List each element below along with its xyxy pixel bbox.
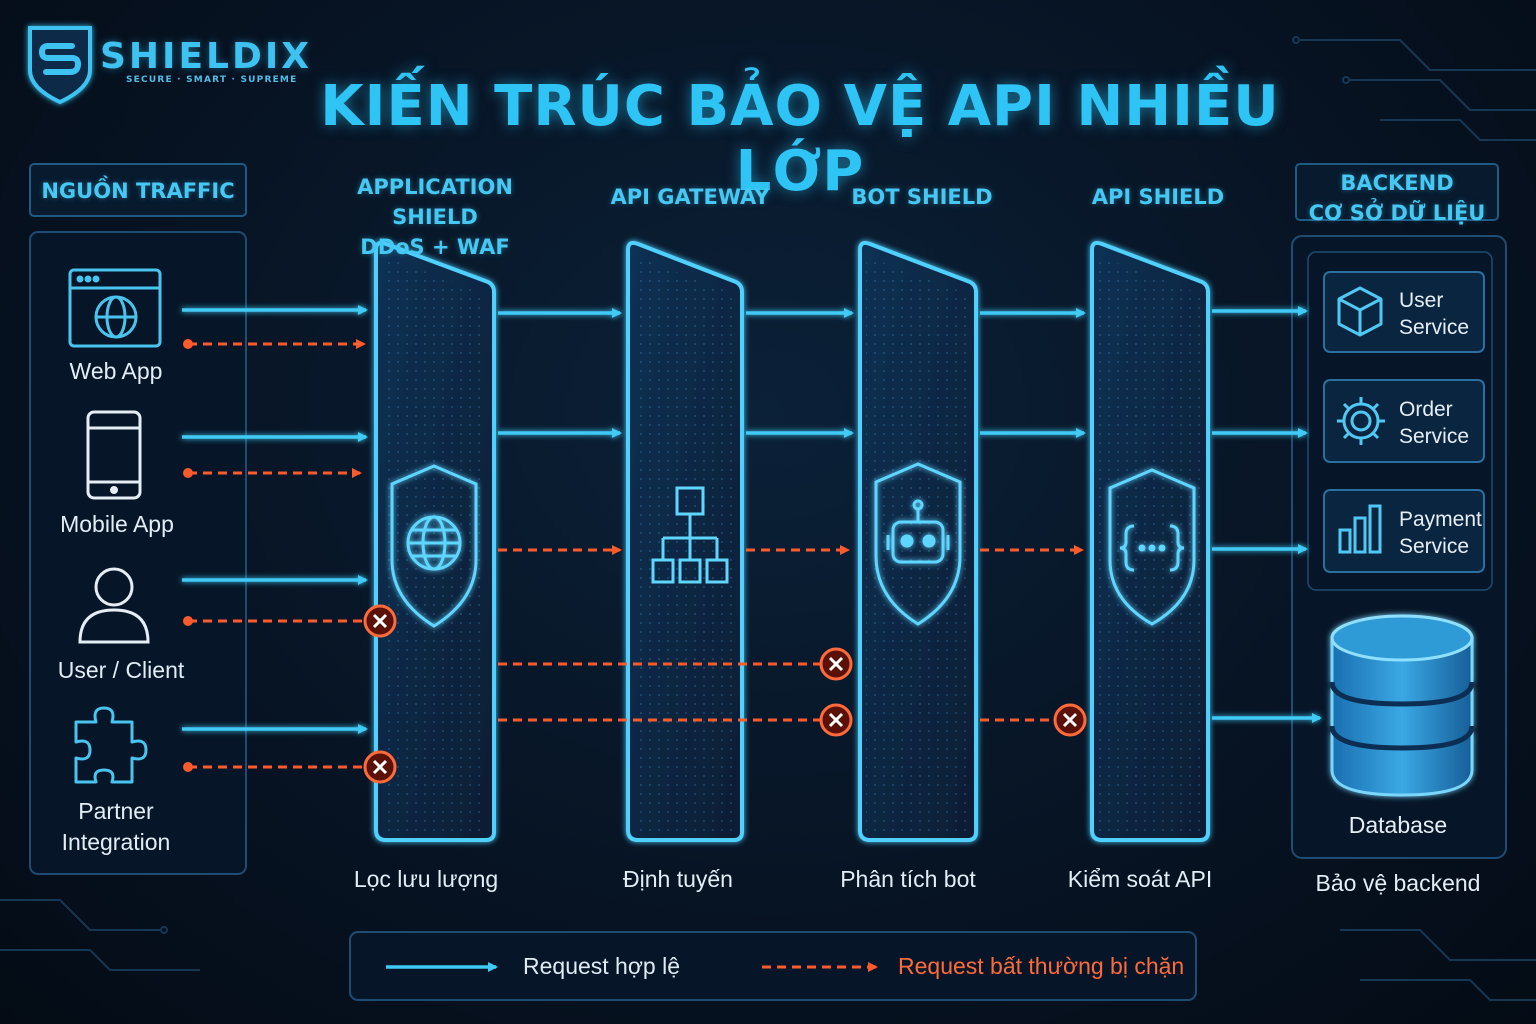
layer-title-bot-shield: BOT SHIELD [822, 182, 1022, 212]
backend-title-line1: BACKEND [1340, 171, 1454, 195]
circuit-decoration [0, 36, 1536, 1001]
layer-title-line1: BOT SHIELD [851, 185, 993, 209]
layer-panel-bot-shield [858, 240, 978, 842]
source-label-web-app: Web App [30, 358, 202, 385]
sources-title: NGUỒN TRAFFIC [30, 176, 246, 206]
backend-caption: Bảo vệ backend [1315, 870, 1481, 896]
source-label-text: Web App [69, 358, 163, 384]
source-label-partner: Partner Integration [30, 796, 202, 858]
shieldix-logo-icon [28, 26, 92, 105]
source-label-text-line2: Integration [61, 829, 171, 855]
layer-title-application-shield: APPLICATION SHIELD DDoS + WAF [330, 172, 540, 262]
blocked-request-origins [183, 339, 193, 772]
layer-title-line1: API GATEWAY [610, 185, 770, 209]
service-label-line1: Order [1399, 398, 1453, 421]
sources-title-box [29, 163, 247, 217]
service-card-order [1323, 379, 1485, 463]
layer-title-api-shield: API SHIELD [1058, 182, 1258, 212]
backend-title-box [1295, 163, 1499, 221]
service-label-user: User Service [1399, 287, 1469, 341]
services-group [1307, 251, 1493, 591]
source-label-text: Partner [78, 798, 154, 824]
source-label-user-client: User / Client [30, 657, 212, 684]
layer-caption-application-shield: Lọc lưu lượng [353, 866, 499, 892]
brand-tagline: SECURE · SMART · SUPREME [126, 75, 298, 85]
layer-caption-api-gateway: Định tuyến [623, 866, 733, 892]
backend-title-line2: CƠ SỞ DỮ LIỆU [1308, 201, 1486, 225]
service-label-line2: Service [1399, 535, 1470, 558]
layer-panel-api-shield [1090, 240, 1210, 842]
blocked-x-icon [363, 604, 1087, 784]
layer-caption-bot-shield: Phân tích bot [840, 866, 976, 892]
mobile-phone-icon [86, 410, 142, 500]
legend-box [349, 931, 1197, 1001]
layer-caption-api-shield: Kiểm soát API [1067, 866, 1213, 892]
brand-name: SHIELDIX [100, 36, 313, 77]
backend-title: BACKEND CƠ SỞ DỮ LIỆU [1296, 168, 1498, 228]
layer-panel-application-shield [374, 240, 496, 842]
service-label-order: Order Service [1399, 396, 1469, 450]
page-title: KIẾN TRÚC BẢO VỆ API NHIỀU LỚP [320, 74, 1280, 204]
puzzle-icon [74, 706, 148, 784]
blocked-request-arrows [188, 339, 1084, 769]
service-label-payment: Payment Service [1399, 506, 1482, 560]
service-label-line1: User [1399, 289, 1444, 312]
bar-chart-icon [1338, 504, 1382, 554]
legend-blocked-label: Request bất thường bị chặn [898, 953, 1185, 979]
robot-shield-icon [874, 462, 962, 626]
source-label-text: User / Client [57, 657, 185, 683]
service-label-line2: Service [1399, 316, 1470, 339]
service-label-line1: Payment [1399, 508, 1482, 531]
database-icon [1329, 614, 1475, 797]
hierarchy-icon [651, 486, 729, 584]
browser-globe-icon [68, 268, 162, 348]
layer-title-line1: API SHIELD [1091, 185, 1225, 209]
legend-valid-label: Request hợp lệ [523, 953, 681, 979]
user-icon [78, 567, 150, 644]
source-label-text: Mobile App [60, 511, 174, 537]
database-label: Database [1348, 812, 1448, 838]
braces-shield-icon [1108, 468, 1196, 626]
sources-title-text: NGUỒN TRAFFIC [41, 179, 235, 203]
layer-title-line1: APPLICATION SHIELD [357, 175, 513, 229]
gear-icon [1337, 397, 1385, 445]
globe-shield-icon [390, 464, 478, 628]
layer-panel-api-gateway [626, 240, 744, 842]
layer-title-line2: DDoS + WAF [360, 235, 510, 259]
source-label-mobile-app: Mobile App [30, 511, 204, 538]
service-label-line2: Service [1399, 425, 1470, 448]
layer-title-api-gateway: API GATEWAY [590, 182, 790, 212]
cube-icon [1337, 286, 1383, 337]
valid-request-arrows [182, 305, 1322, 734]
sources-panel [29, 231, 247, 875]
